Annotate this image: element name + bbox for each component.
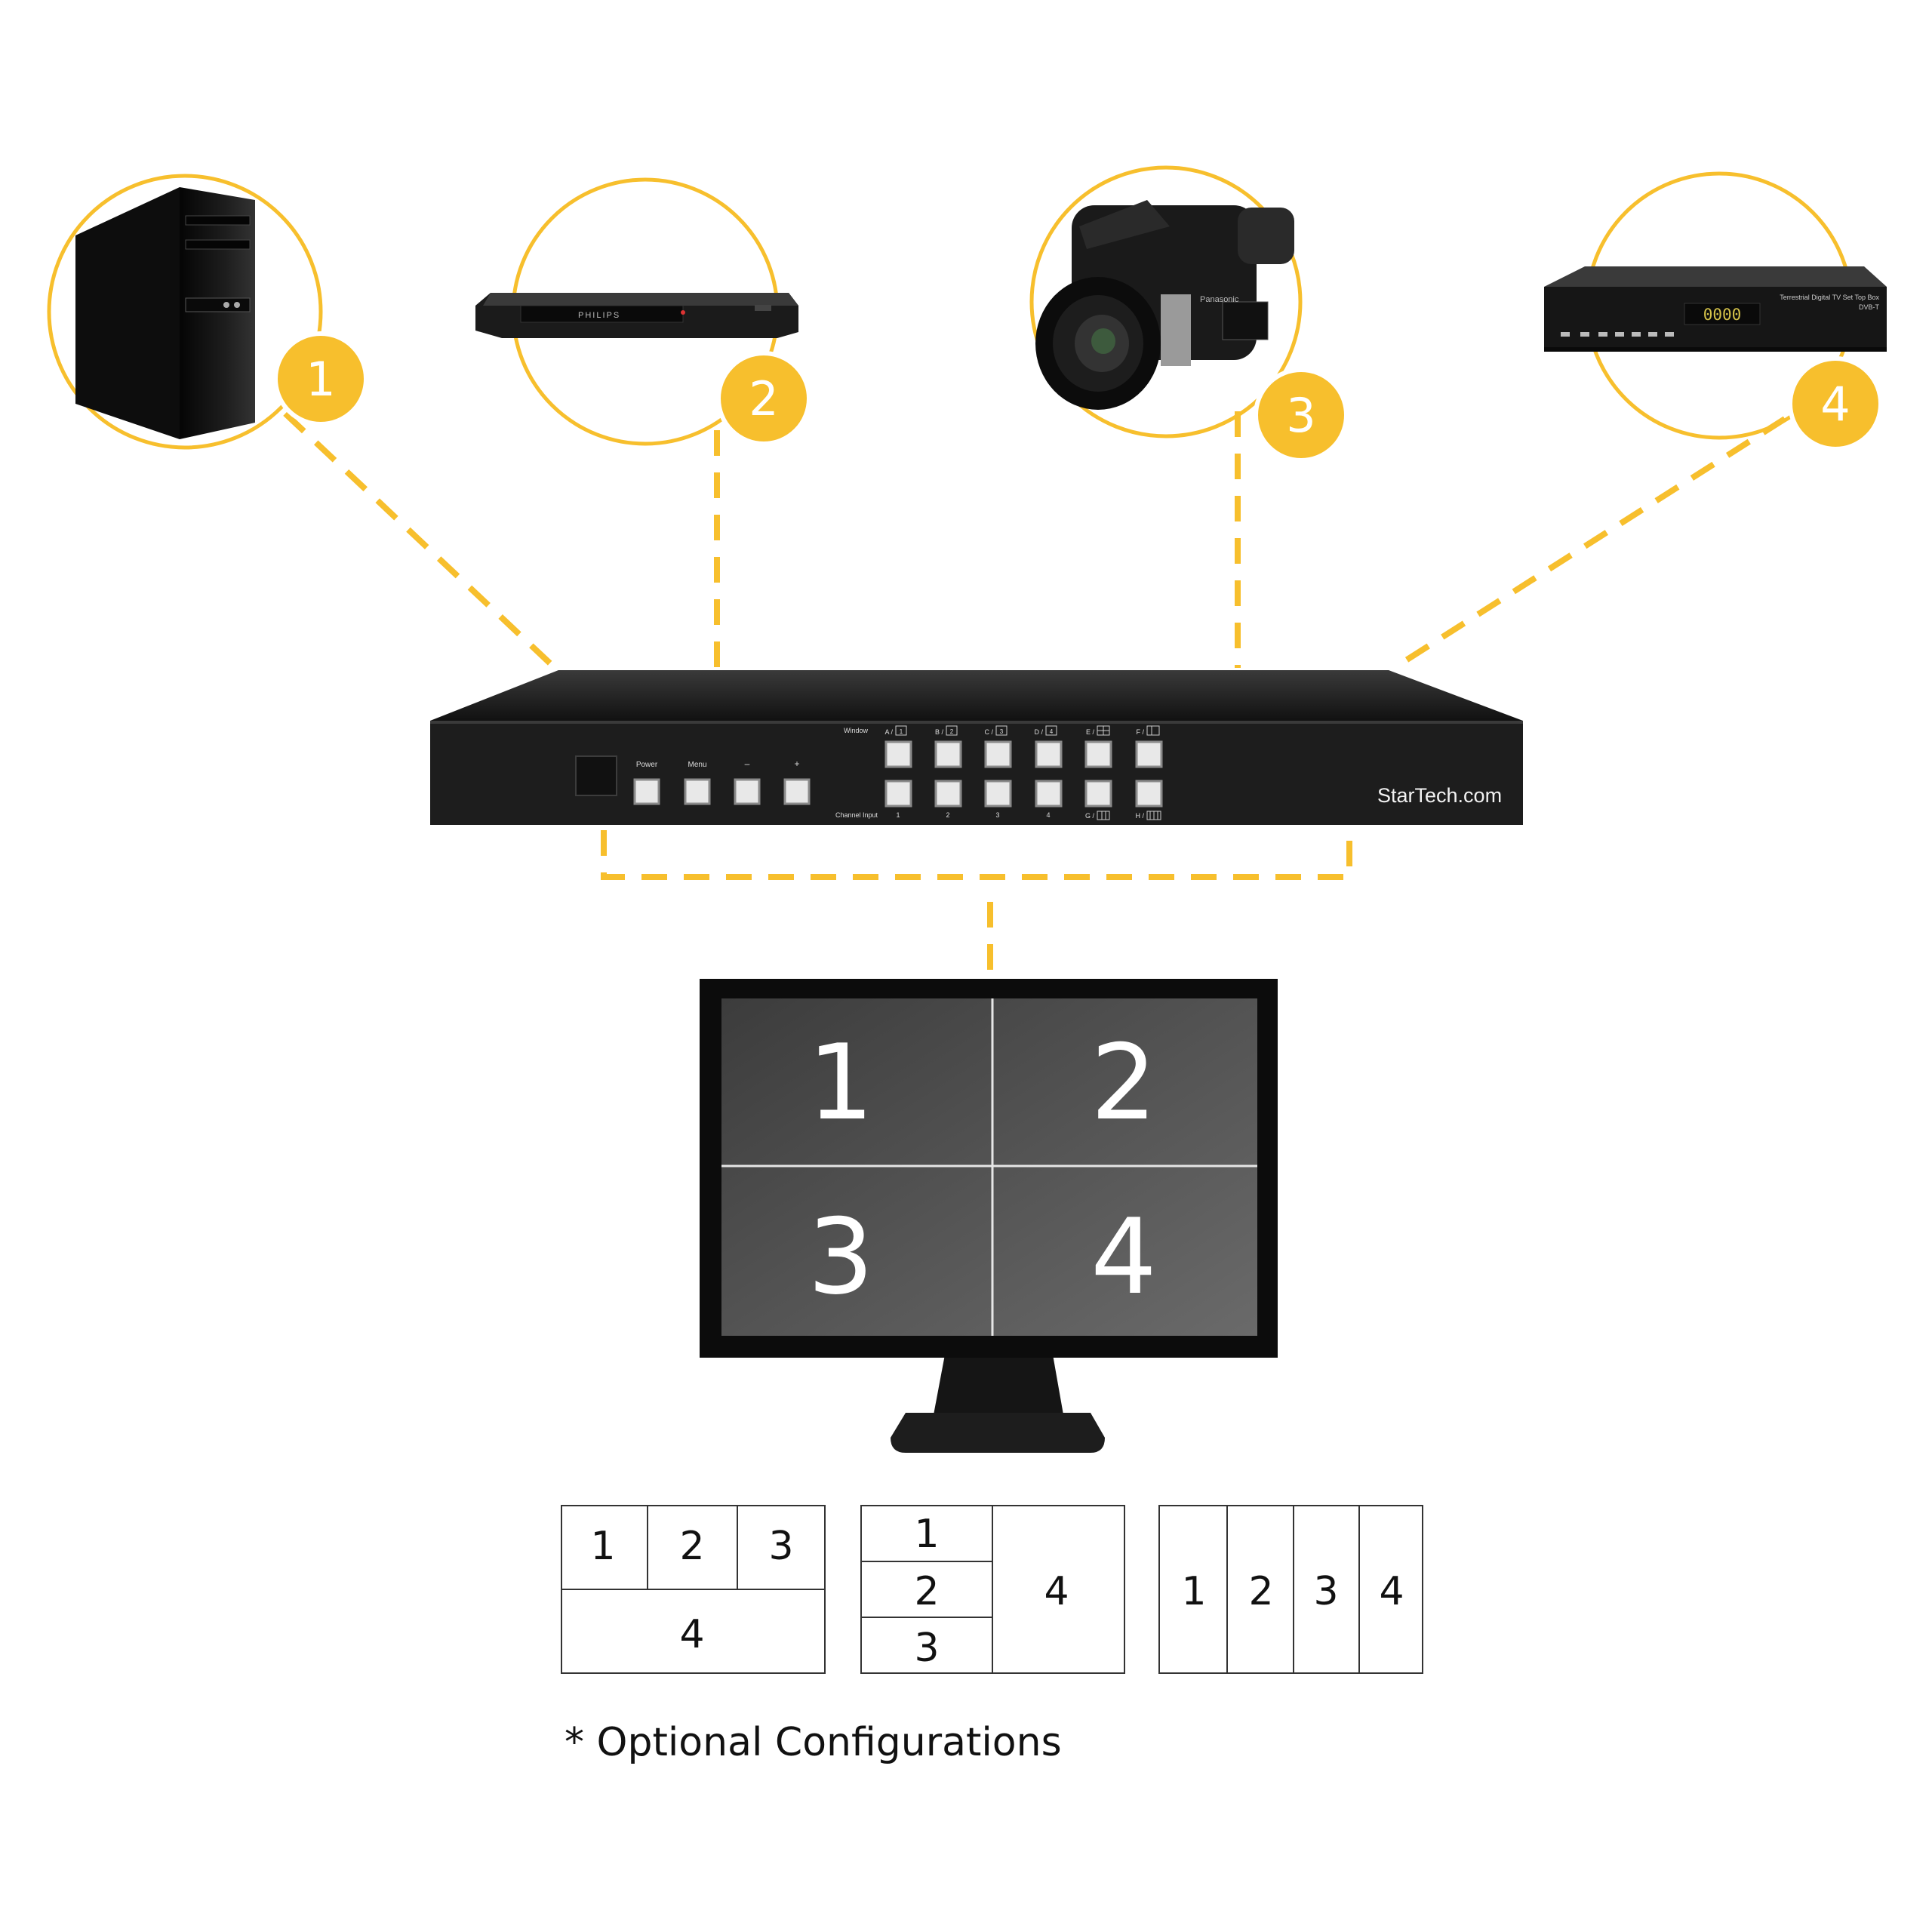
minus-label: –: [745, 758, 750, 769]
plus-button[interactable]: [783, 778, 811, 805]
config-2-cell-3: 3: [914, 1626, 939, 1671]
input-button-4[interactable]: [1035, 780, 1063, 808]
window-key-labels: A / B / C / D / E / F / 1 2 3 4: [884, 725, 1160, 736]
power-button[interactable]: [633, 778, 660, 805]
window-key-label-e: E /: [1086, 728, 1095, 736]
connector-output-bracket: [601, 830, 1352, 880]
window-button-d[interactable]: [1035, 740, 1063, 768]
source-3-ring: [1029, 165, 1303, 438]
window-button-f[interactable]: [1135, 740, 1163, 768]
input-button-h[interactable]: [1135, 780, 1163, 808]
monitor-stand-base: [891, 1413, 1105, 1453]
config-2-cell-4: 4: [1044, 1569, 1069, 1614]
optional-configurations-caption: * Optional Configurations: [565, 1720, 1062, 1765]
input-key-labels: 1 2 3 4 G / H /: [896, 811, 1161, 820]
source-1: 1: [47, 174, 368, 450]
source-2-badge: [716, 351, 811, 446]
input-key-label-1: 1: [896, 811, 900, 819]
window-key-icon-3: 3: [1000, 728, 1004, 735]
monitor-stand-neck: [933, 1355, 1064, 1419]
power-label: Power: [636, 761, 658, 769]
input-key-label-4: 4: [1046, 811, 1050, 819]
config-2-cell-2: 2: [914, 1569, 939, 1614]
screen-quad-3: 3: [808, 1196, 874, 1318]
window-key-label-a: A /: [884, 728, 893, 736]
input-button-1[interactable]: [884, 780, 912, 808]
source-2: PHILIPS 2: [475, 177, 811, 446]
config-2-cell-1: 1: [914, 1512, 939, 1557]
window-label: Window: [844, 727, 869, 734]
configuration-3: [1158, 1505, 1423, 1674]
bluray-brand: PHILIPS: [578, 311, 620, 320]
window-key-label-b: B /: [935, 728, 944, 736]
source-3-badge-number: 3: [1286, 388, 1315, 443]
connector-source-1: [283, 411, 553, 666]
window-key-icon-2: 2: [950, 728, 954, 735]
menu-button[interactable]: [684, 778, 711, 805]
screen-quad-4: 4: [1091, 1196, 1157, 1318]
source-3-badge: [1254, 368, 1349, 463]
window-key-label-d: D /: [1034, 728, 1043, 736]
window-key-icon-4: 4: [1050, 728, 1054, 735]
config-1-cell-3: 3: [768, 1524, 793, 1569]
settop-display: 0000: [1703, 306, 1742, 324]
channel-input-label: Channel Input: [835, 811, 878, 819]
multiviewer-top: [430, 670, 1523, 721]
input-button-3[interactable]: [984, 780, 1012, 808]
source-1-ring: [47, 174, 323, 450]
config-3-cell-4: 4: [1379, 1569, 1404, 1614]
window-button-a[interactable]: [884, 740, 912, 768]
input-button-g[interactable]: [1084, 780, 1112, 808]
connector-lines: [283, 411, 1787, 970]
monitor: 1 2 3 4: [700, 979, 1278, 1453]
bluray-player-icon: PHILIPS: [475, 293, 798, 338]
startech-logo: StarTech.com: [1377, 784, 1502, 807]
window-key-icon-1: 1: [900, 728, 903, 735]
plus-label: +: [794, 758, 799, 769]
input-key-label-3: 3: [995, 811, 999, 819]
input-key-label-2: 2: [946, 811, 949, 819]
window-key-label-f: F /: [1137, 728, 1145, 736]
screen-quad-1: 1: [808, 1022, 874, 1143]
input-key-label-h: H /: [1135, 812, 1144, 820]
menu-label: Menu: [688, 761, 706, 769]
config-1-cell-4: 4: [679, 1612, 704, 1657]
input-key-label-g: G /: [1085, 812, 1095, 820]
screen-quad-2: 2: [1091, 1022, 1157, 1143]
config-1-cell-1: 1: [590, 1524, 615, 1569]
window-button-b[interactable]: [934, 740, 962, 768]
source-4-badge: [1788, 356, 1883, 451]
source-2-badge-number: 2: [749, 371, 778, 426]
window-key-layout-icons: [895, 725, 1160, 736]
source-4-badge-number: 4: [1820, 377, 1850, 432]
window-button-c[interactable]: [984, 740, 1012, 768]
config-3-cell-2: 2: [1248, 1569, 1273, 1614]
config-3-cell-3: 3: [1313, 1569, 1338, 1614]
camcorder-icon: Panasonic: [1035, 200, 1294, 410]
configuration-1: [561, 1505, 826, 1674]
input-button-2[interactable]: [934, 780, 962, 808]
settop-label-2: DVB-T: [1859, 303, 1880, 311]
desktop-tower-icon: [75, 187, 255, 439]
settop-label-1: Terrestrial Digital TV Set Top Box: [1780, 294, 1879, 301]
multiviewer-unit: Power Menu – + Window Channel Input A / …: [430, 670, 1523, 825]
config-1-cell-2: 2: [679, 1524, 704, 1569]
camcorder-brand: Panasonic: [1200, 295, 1239, 304]
settop-box-icon: 0000 Terrestrial Digital TV Set Top Box …: [1544, 266, 1887, 352]
source-1-badge-number: 1: [306, 352, 335, 407]
window-button-e[interactable]: [1084, 740, 1112, 768]
minus-button[interactable]: [734, 778, 761, 805]
source-3: Panasonic 3: [1029, 165, 1349, 463]
configuration-2: [860, 1505, 1125, 1674]
window-key-label-c: C /: [984, 728, 993, 736]
ir-window: [575, 755, 617, 796]
source-4: 0000 Terrestrial Digital TV Set Top Box …: [1544, 171, 1887, 451]
connector-source-4: [1398, 416, 1787, 667]
source-1-badge: [273, 331, 368, 426]
config-3-cell-1: 1: [1181, 1569, 1206, 1614]
